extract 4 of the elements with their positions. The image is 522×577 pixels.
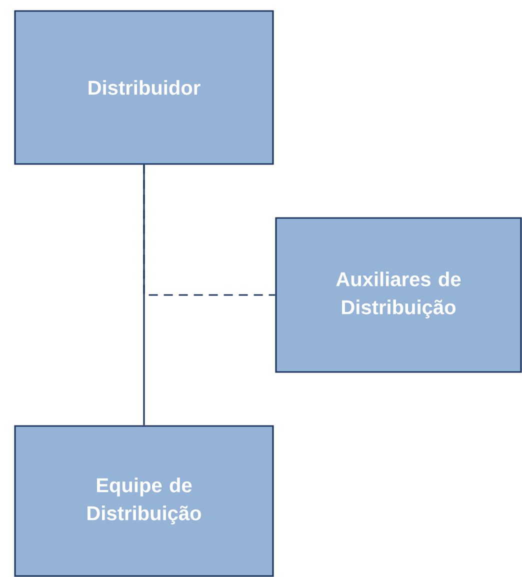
- org-box: Equipe de Distribuição: [14, 425, 274, 577]
- connector-line: [143, 164, 145, 426]
- org-box: Distribuidor: [14, 10, 274, 165]
- org-box: Auxiliares de Distribuição: [275, 217, 522, 373]
